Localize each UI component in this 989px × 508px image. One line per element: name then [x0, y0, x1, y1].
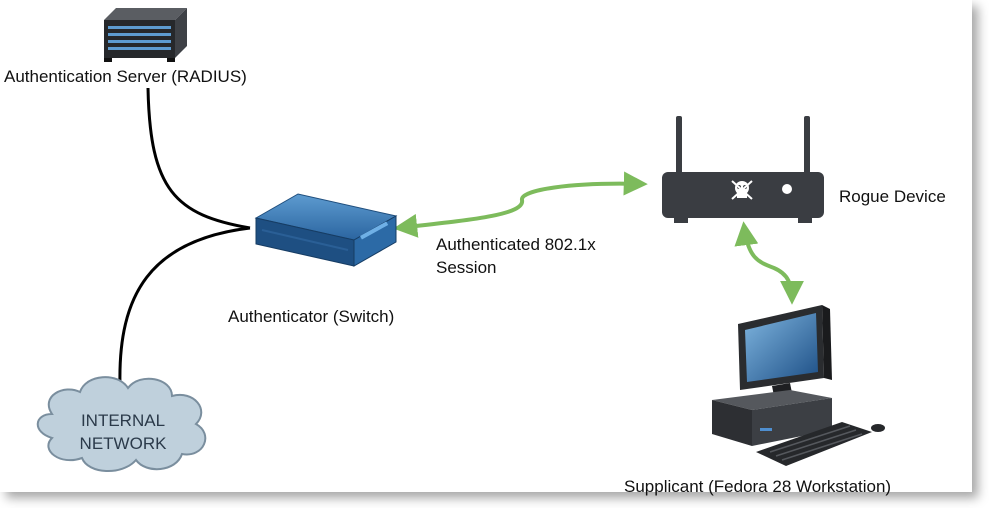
session-label-line1: Authenticated 802.1x: [436, 235, 596, 254]
wire-server-to-switch: [146, 87, 251, 230]
cloud-label-line1: INTERNAL: [80, 411, 166, 430]
skull-icon: [731, 180, 753, 200]
wire-network-to-switch: [118, 226, 251, 386]
switch-label: Authenticator (Switch): [228, 307, 395, 326]
session-label-line2: Session: [436, 258, 497, 277]
server-icon: [104, 8, 187, 62]
supplicant-label: Supplicant (Fedora 28 Workstation): [624, 477, 892, 496]
session-link: [393, 171, 648, 238]
rogue-device-label: Rogue Device: [839, 187, 946, 206]
rogue-supplicant-link: [734, 221, 804, 305]
router-icon: [662, 116, 824, 223]
cloud-label-line2: NETWORK: [79, 434, 167, 453]
radius-server-label: Authentication Server (RADIUS): [4, 67, 247, 86]
switch-icon: [254, 193, 398, 267]
cloud-icon: [36, 376, 207, 473]
desktop-computer-icon: [712, 305, 885, 466]
